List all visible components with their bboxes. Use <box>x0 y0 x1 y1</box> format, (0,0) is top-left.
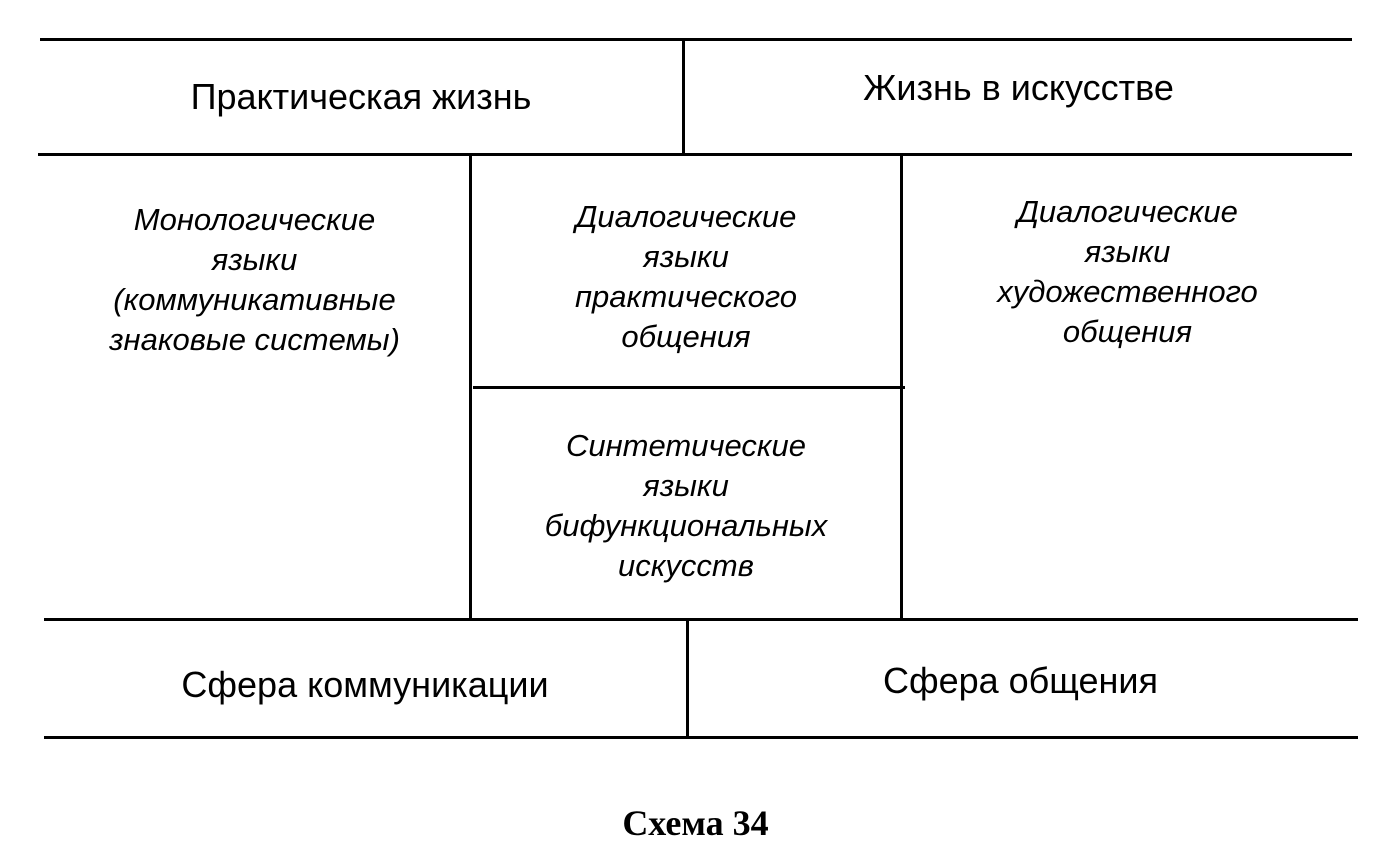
monologic-line-1: Монологические <box>133 202 376 237</box>
figure-caption: Схема 34 <box>622 803 769 843</box>
middle-split-line <box>473 386 905 389</box>
dialogic-practical-line-4: общения <box>621 319 751 354</box>
footer-vertical-divider <box>686 618 689 739</box>
cell-monologic-languages: Монологические языки (коммуникативные зн… <box>40 200 469 360</box>
header-practical-life: Практическая жизнь <box>40 41 682 153</box>
top-border-line <box>40 38 1352 41</box>
footer-interaction-sphere-text: Сфера общения <box>882 660 1159 701</box>
cell-synthetic-languages: Синтетические языки бифункциональных иск… <box>472 426 900 586</box>
dialogic-practical-line-2: языки <box>643 239 729 274</box>
dialogic-practical-line-1: Диалогические <box>575 199 797 234</box>
monologic-line-4: знаковые системы) <box>109 322 400 357</box>
header-vertical-divider <box>682 38 685 156</box>
synthetic-line-4: искусств <box>618 548 754 583</box>
monologic-line-3: (коммуникативные <box>113 282 396 317</box>
dialogic-artistic-line-3: художественного <box>997 274 1258 309</box>
header-life-in-art: Жизнь в искусстве <box>685 32 1352 144</box>
header-practical-life-text: Практическая жизнь <box>190 76 532 117</box>
cell-dialogic-practical-languages: Диалогические языки практического общени… <box>472 197 900 357</box>
body-left-vertical-divider <box>469 153 472 621</box>
body-right-vertical-divider <box>900 153 903 621</box>
monologic-line-2: языки <box>211 242 298 277</box>
synthetic-line-3: бифункциональных <box>544 508 828 543</box>
footer-divider-line <box>44 618 1358 621</box>
dialogic-artistic-line-1: Диалогические <box>1017 194 1238 229</box>
header-divider-line <box>38 153 1352 156</box>
synthetic-line-2: языки <box>643 468 729 503</box>
dialogic-artistic-line-4: общения <box>1062 314 1193 349</box>
synthetic-line-1: Синтетические <box>565 428 807 463</box>
dialogic-practical-line-3: практического <box>574 279 798 314</box>
dialogic-artistic-line-2: языки <box>1084 234 1171 269</box>
footer-interaction-sphere: Сфера общения <box>689 626 1352 736</box>
header-life-in-art-text: Жизнь в искусстве <box>863 67 1174 108</box>
bottom-border-line <box>44 736 1358 739</box>
cell-dialogic-artistic-languages: Диалогические языки художественного обще… <box>903 192 1352 352</box>
footer-communication-sphere-text: Сфера коммуникации <box>181 664 549 705</box>
footer-communication-sphere: Сфера коммуникации <box>44 630 686 740</box>
